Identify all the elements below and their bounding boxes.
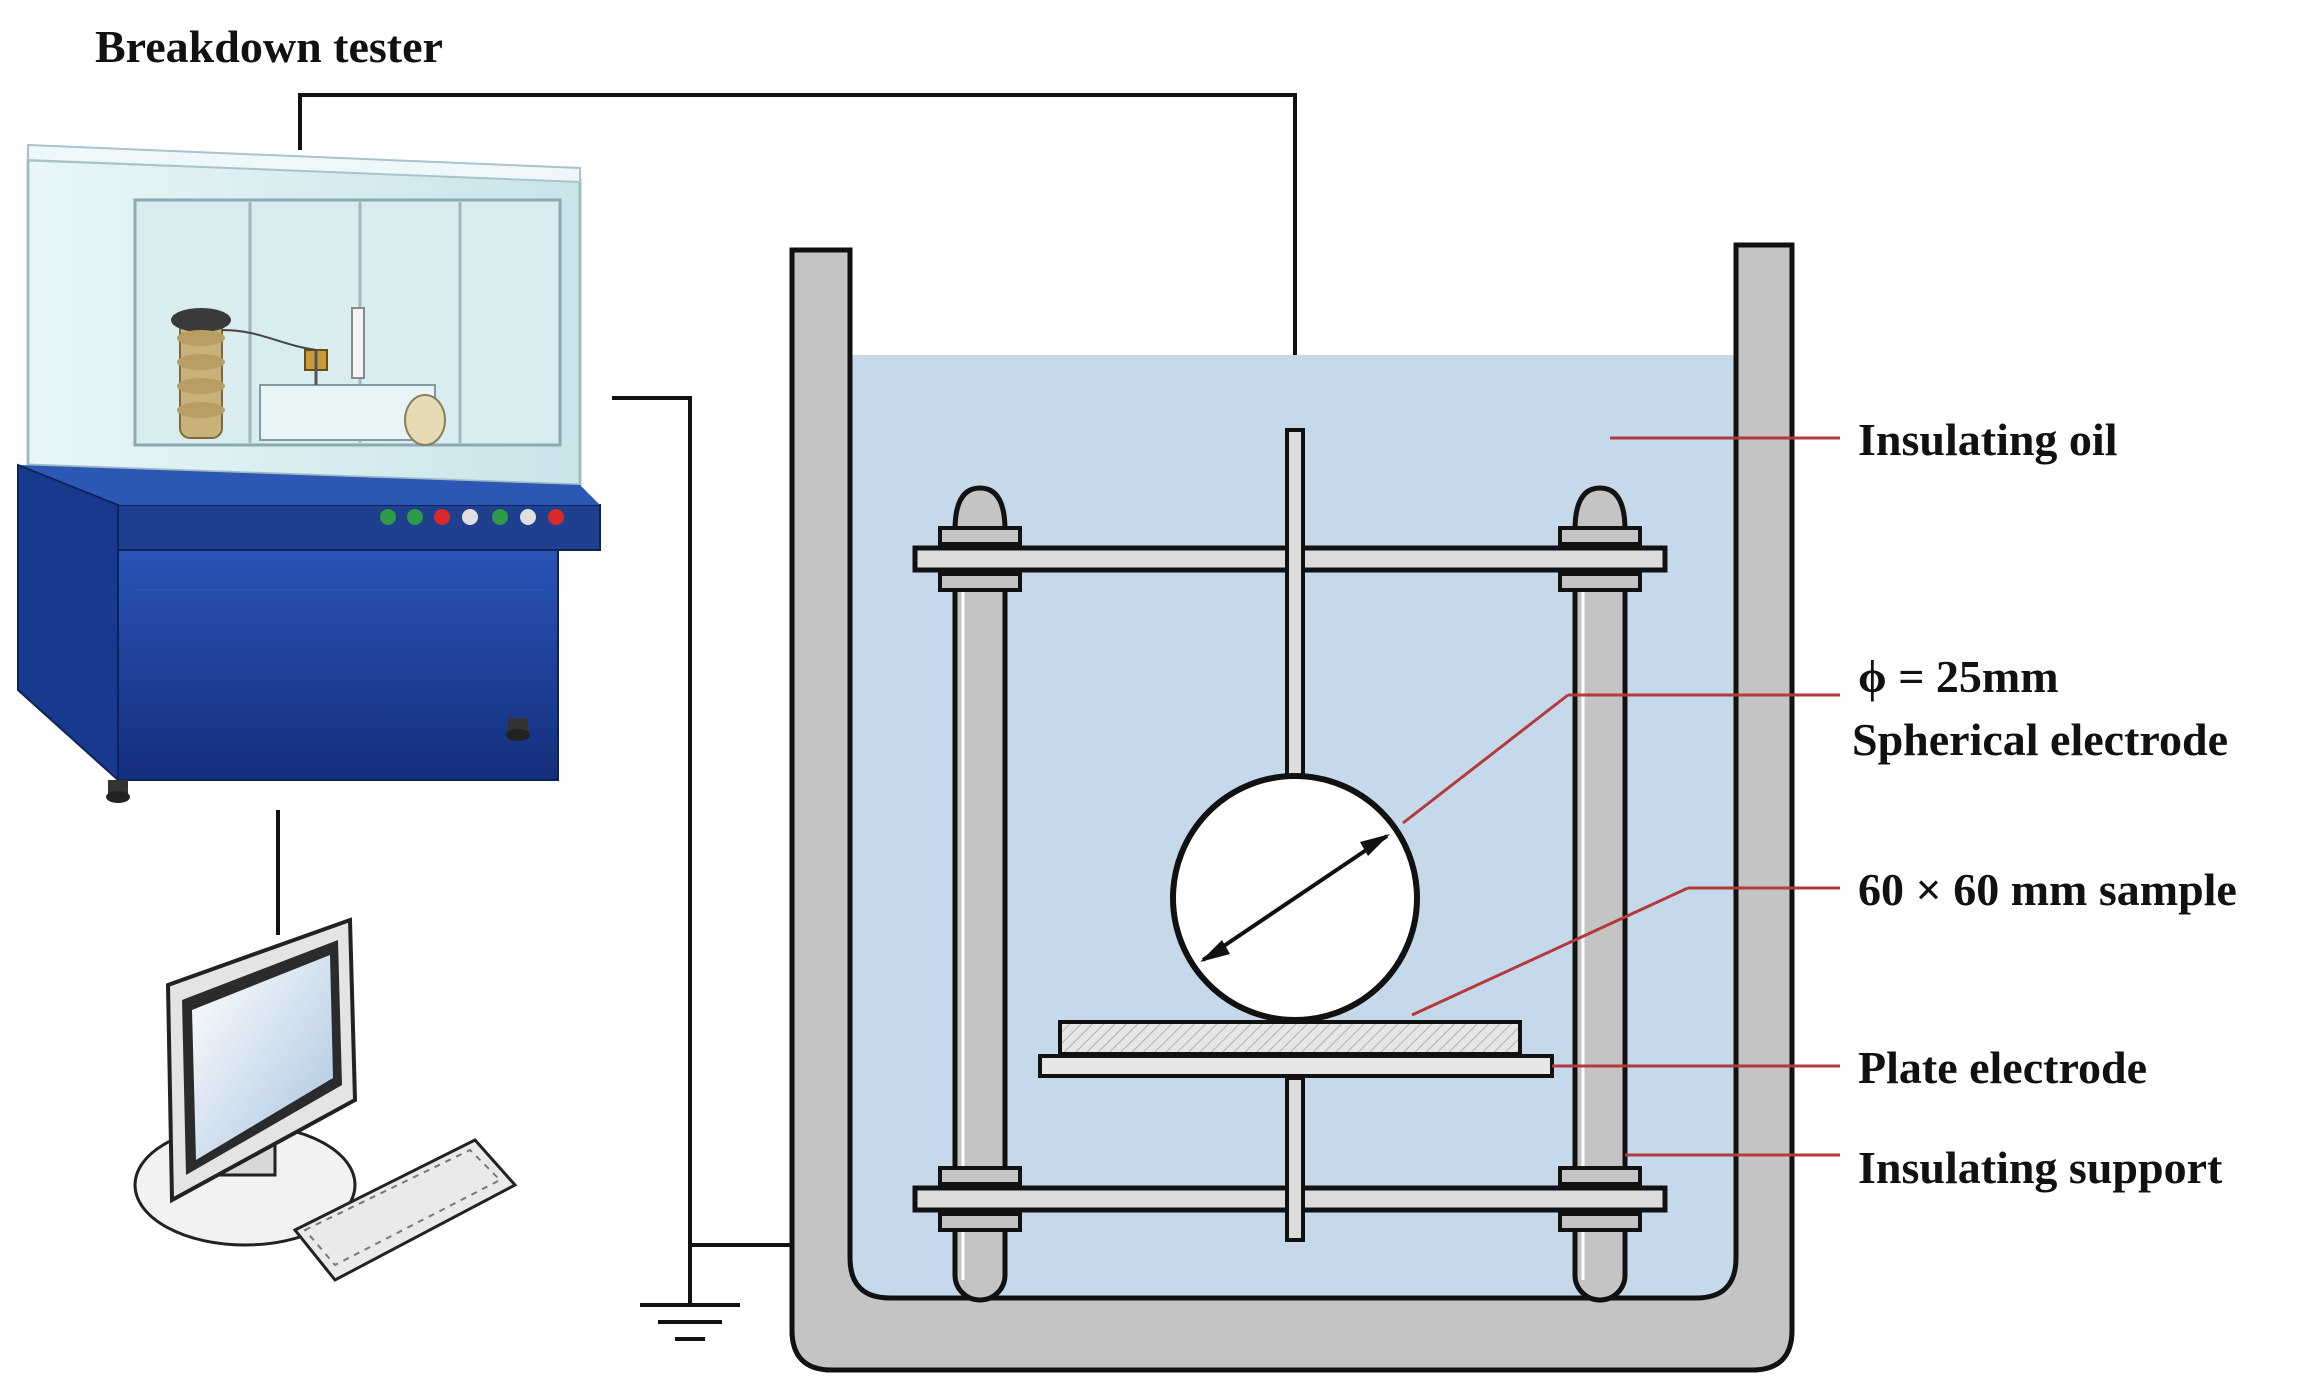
- label-sample: 60 × 60 mm sample: [1858, 864, 2237, 915]
- label-electrode-diameter: ϕ = 25mm: [1858, 651, 2059, 702]
- label-insulating-support: Insulating support: [1858, 1142, 2223, 1193]
- ground-wire-from-tester: [612, 396, 692, 1262]
- leader-spherical-electrode: [1402, 693, 1569, 825]
- leader-lines: [1402, 436, 1840, 1157]
- plate-electrode: [1038, 1020, 1554, 1242]
- label-insulating-oil: Insulating oil: [1858, 414, 2118, 465]
- insulating-support-frame: [912, 485, 1668, 1303]
- spherical-electrode: [1170, 428, 1420, 1023]
- breakdown-tester-machine-icon: [17, 143, 601, 803]
- computer-icon: [133, 917, 518, 1282]
- label-plate-electrode: Plate electrode: [1858, 1042, 2147, 1093]
- breakdown-tester-title: Breakdown tester: [95, 21, 443, 72]
- label-spherical-electrode: Spherical electrode: [1852, 714, 2228, 765]
- test-sample: [1058, 1020, 1522, 1056]
- ground-symbol-icon: [640, 1245, 740, 1341]
- leader-sample: [1411, 886, 1689, 1017]
- high-voltage-wire: [298, 93, 1297, 430]
